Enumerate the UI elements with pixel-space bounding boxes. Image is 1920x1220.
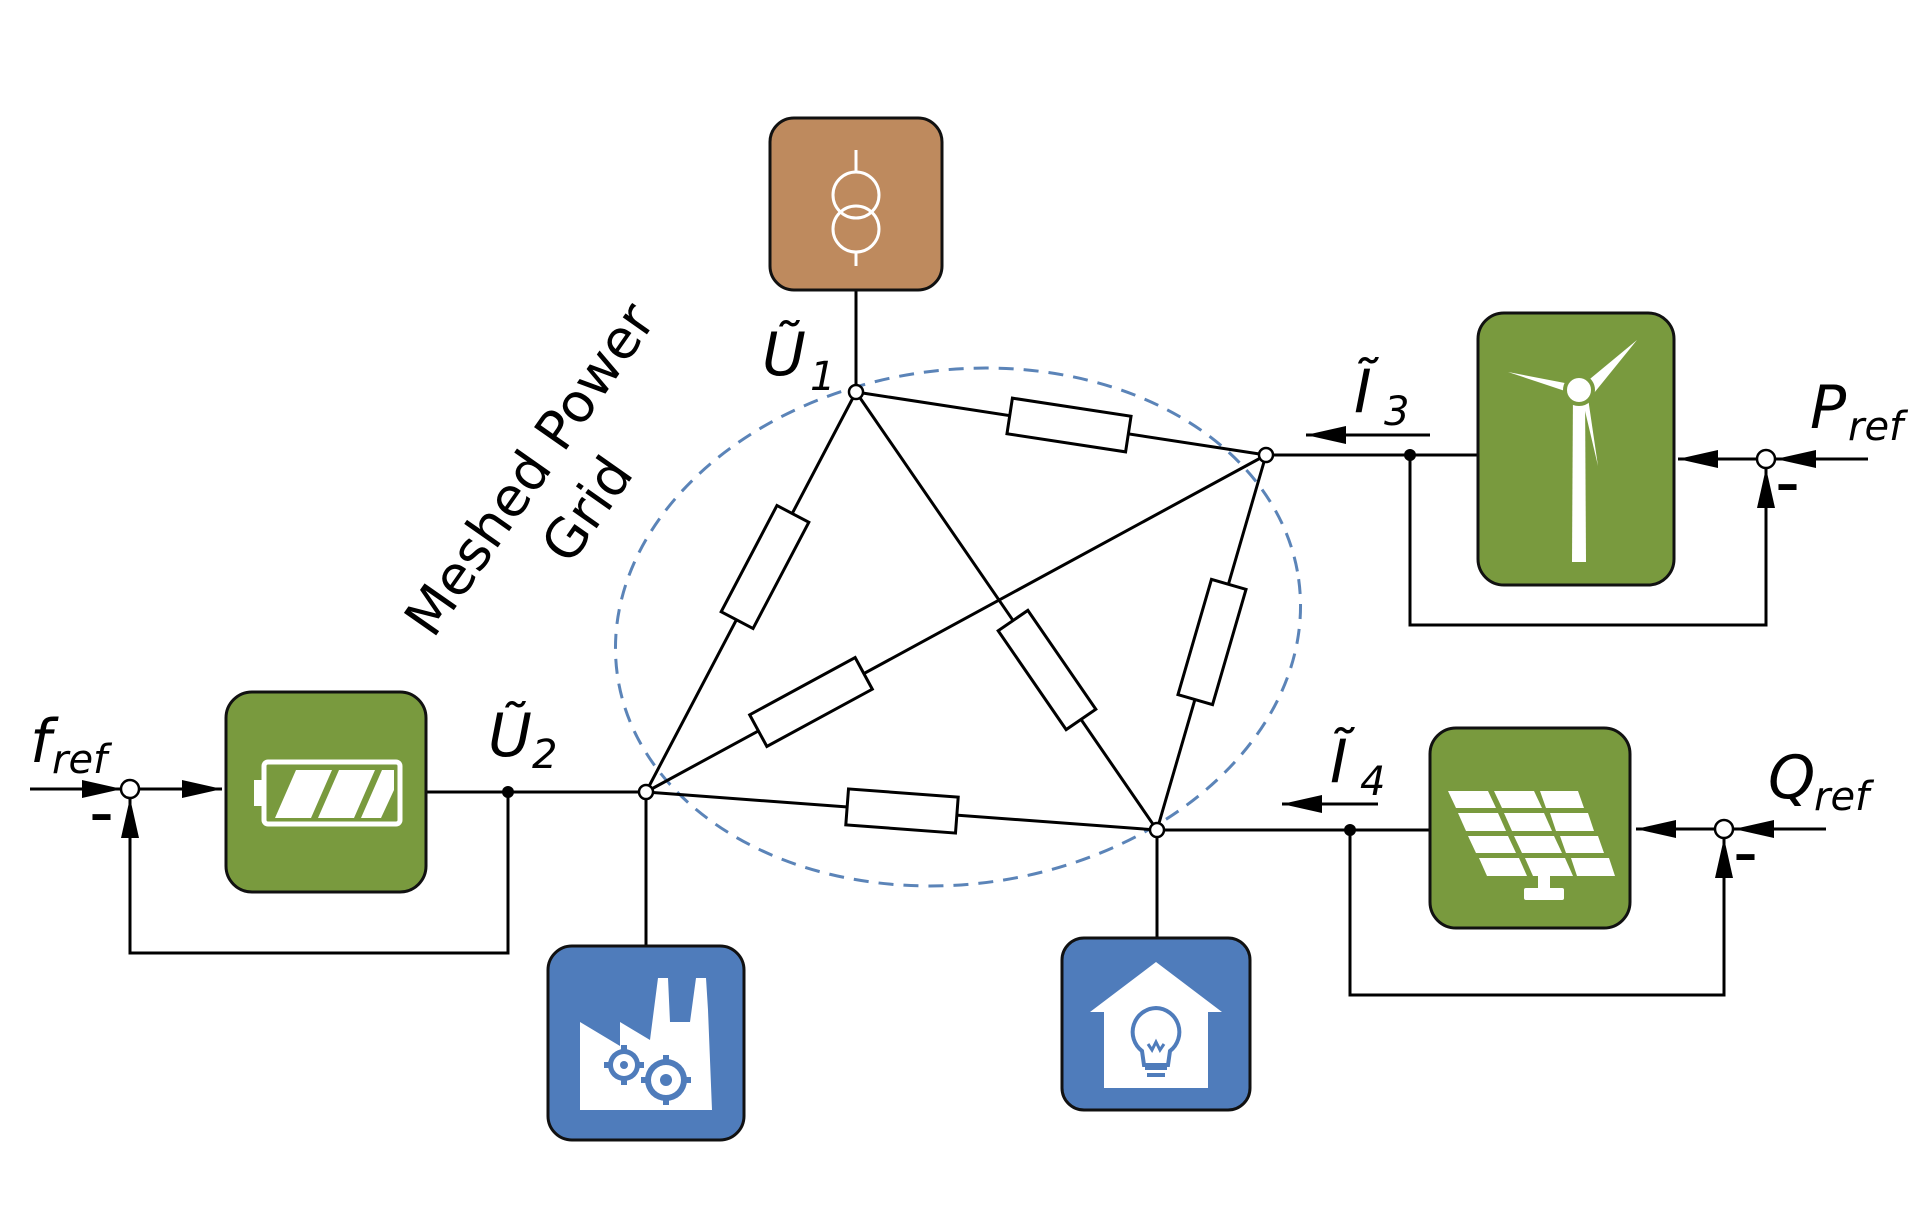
- label-u2-main: Ũ: [488, 700, 532, 771]
- solar-control-loop: [1282, 795, 1826, 997]
- grid-boundary-ellipse: [613, 366, 1303, 888]
- solar-feedback-wire: [1348, 830, 1726, 997]
- label-i3-sub: 3: [1384, 389, 1409, 435]
- label-i3: Ĩ 3: [1354, 356, 1409, 435]
- battery-minus-sign: –: [90, 787, 113, 841]
- wind-turbine-block: [1476, 311, 1676, 587]
- house-lightbulb-icon: [1090, 962, 1222, 1088]
- label-pref-sub: ref: [1848, 404, 1909, 450]
- wind-feedback-wire: [1408, 455, 1768, 627]
- label-i4: Ĩ 4: [1330, 726, 1385, 805]
- house-block: [1060, 936, 1252, 1112]
- label-i4-main: Ĩ: [1330, 726, 1355, 797]
- label-i3-main: Ĩ: [1354, 356, 1379, 427]
- resistor-n2-n3: [747, 655, 875, 749]
- factory-icon: [580, 978, 712, 1110]
- line-n1-n4: [854, 391, 1159, 831]
- node-u1: [847, 383, 865, 401]
- label-pref: P ref: [1810, 373, 1909, 450]
- resistor-n1-n4: [996, 608, 1098, 732]
- transformer-icon: [831, 150, 881, 266]
- wind-control-loop: [1306, 426, 1868, 627]
- battery-feedback-wire: [128, 792, 510, 955]
- connections: [426, 290, 1478, 946]
- resistor-n2-n4: [844, 787, 960, 835]
- label-qref-main: Q: [1768, 743, 1815, 813]
- battery-icon: [254, 759, 403, 827]
- label-fref-sub: ref: [52, 737, 113, 783]
- solar-panel-icon: [1448, 791, 1615, 900]
- grid-title: Meshed Power Grid: [392, 291, 668, 647]
- battery-summing-junction: [119, 778, 141, 800]
- node-3: [1257, 446, 1275, 464]
- transformer-block: [768, 116, 944, 292]
- node-4: [1148, 821, 1166, 839]
- label-u2-sub: 2: [532, 732, 557, 778]
- line-n2-n3: [645, 453, 1267, 794]
- solar-panel-block: [1428, 726, 1632, 930]
- resistor-n1-n3: [1005, 396, 1133, 454]
- label-u1-main: Ũ: [762, 319, 806, 390]
- factory-block: [546, 944, 746, 1142]
- resistor-n1-n2: [719, 503, 811, 631]
- battery-control-loop: [30, 778, 514, 955]
- wind-minus-sign: –: [1776, 457, 1799, 511]
- label-i4-sub: 4: [1360, 759, 1385, 805]
- label-pref-main: P: [1810, 373, 1847, 443]
- wind-turbine-icon: [1508, 340, 1637, 562]
- battery-block: [224, 690, 428, 894]
- label-u1: Ũ 1: [762, 319, 835, 400]
- solar-minus-sign: –: [1734, 827, 1757, 881]
- solar-summing-junction: [1713, 818, 1735, 840]
- label-qref-sub: ref: [1814, 774, 1875, 820]
- resistor-n3-n4: [1176, 577, 1248, 707]
- node-u2: [637, 783, 655, 801]
- label-u2: Ũ 2: [488, 700, 557, 778]
- wind-summing-junction: [1755, 448, 1777, 470]
- label-u1-sub: 1: [810, 354, 835, 400]
- label-qref: Q ref: [1768, 743, 1875, 820]
- label-fref: f ref: [30, 707, 113, 783]
- resistors: [719, 396, 1248, 835]
